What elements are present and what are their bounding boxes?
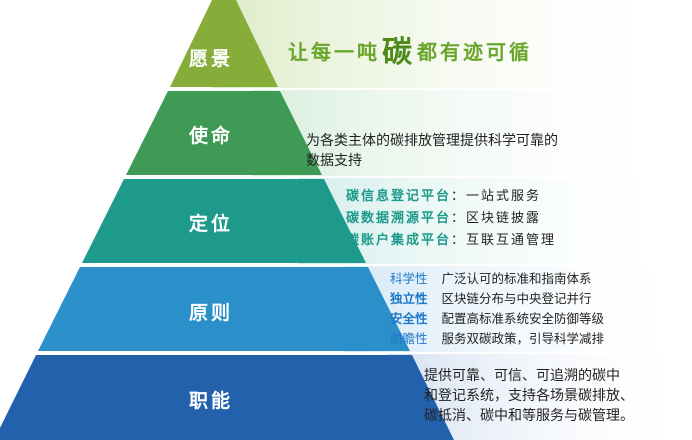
positioning-item: 碳账户集成平台：互联互通管理	[346, 231, 556, 251]
principle-key: 安全性	[390, 311, 428, 326]
principle-key: 独立性	[390, 291, 428, 306]
tier-label-mission: 使命	[188, 125, 233, 147]
vision-slogan-emphasis: 碳	[382, 35, 415, 70]
positioning-value: ：区块链披露	[451, 211, 542, 226]
tier-shape-mission	[126, 91, 322, 175]
tier-shape-principles	[38, 267, 410, 351]
principle-key: 科学性	[390, 271, 428, 286]
functions-line: 提供可靠、可信、可追溯的碳中	[424, 368, 620, 384]
principle-item: 前瞻性服务双碳政策，引导科学减排	[390, 330, 604, 348]
principle-value: 广泛认可的标准和指南体系	[441, 271, 592, 286]
principle-value: 区块链分布与中央登记并行	[441, 291, 592, 306]
tier-band-positioning	[298, 178, 692, 264]
functions-line: 和登记系统，支持各场景碳排放、	[424, 388, 634, 404]
mission-text: 为各类主体的碳排放管理提供科学可靠的 数据支持	[306, 131, 558, 171]
positioning-key: 碳信息登记平台	[346, 189, 452, 204]
vision-slogan-post: 都有迹可循	[417, 40, 532, 64]
positioning-item: 碳信息登记平台：一站式服务	[346, 187, 541, 207]
principle-item: 安全性配置高标准系统安全防御等级	[390, 310, 604, 328]
tier-band-vision	[212, 0, 692, 88]
tier-label-positioning: 定位	[188, 213, 233, 235]
principle-value: 服务双碳政策，引导科学减排	[441, 331, 605, 346]
principle-item: 独立性区块链分布与中央登记并行	[390, 290, 592, 308]
functions-line: 碳抵消、碳中和等服务与碳管理。	[424, 408, 634, 424]
tier-shape-functions	[0, 355, 454, 440]
mission-line: 数据支持	[306, 153, 362, 169]
tier-shape-vision	[170, 0, 278, 87]
principle-item: 科学性广泛认可的标准和指南体系	[390, 270, 592, 288]
vision-slogan-pre: 让每一吨	[288, 40, 380, 64]
positioning-item: 碳数据溯源平台：区块链披露	[346, 209, 541, 229]
tier-band-mission	[252, 90, 692, 176]
positioning-key: 碳账户集成平台	[346, 233, 452, 248]
principle-key: 前瞻性	[390, 331, 428, 346]
positioning-key: 碳数据溯源平台	[346, 211, 452, 226]
functions-text: 提供可靠、可信、可追溯的碳中 和登记系统，支持各场景碳排放、 碳抵消、碳中和等服…	[424, 366, 634, 426]
vision-slogan: 让每一吨碳都有迹可循	[288, 27, 532, 71]
tier-shape-positioning	[82, 179, 366, 263]
mission-line: 为各类主体的碳排放管理提供科学可靠的	[306, 133, 558, 149]
principle-value: 配置高标准系统安全防御等级	[441, 311, 605, 326]
tier-label-functions: 职能	[188, 390, 233, 412]
positioning-value: ：互联互通管理	[451, 233, 557, 248]
positioning-value: ：一站式服务	[451, 189, 542, 204]
tier-label-principles: 原则	[188, 302, 233, 324]
tier-label-vision: 愿景	[188, 48, 233, 70]
